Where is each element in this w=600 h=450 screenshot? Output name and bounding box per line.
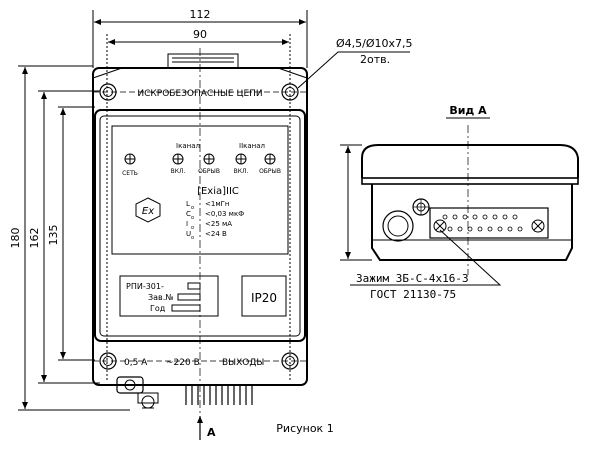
lamp-label-on-2: ВКЛ.: [234, 168, 249, 175]
param-sym-I: I: [186, 220, 188, 228]
view-a-arrow-label: A: [207, 426, 216, 439]
dim-162: 162: [28, 228, 41, 249]
nameplate-serial: Зав.№: [148, 293, 174, 302]
param-val-C: <0,03 мкФ: [205, 210, 244, 218]
front-view: [92, 48, 308, 440]
nameplate-model: РПИ-301-: [126, 282, 164, 291]
dim-135: 135: [47, 225, 60, 246]
dim-90: 90: [193, 28, 207, 41]
param-sub-L: o: [191, 205, 194, 211]
safety-params: L o <1мГн C o <0,03 мкФ I o <25 мА U o <…: [186, 200, 244, 241]
param-sub-U: o: [191, 235, 194, 241]
fuse-label: 0,5 А: [124, 358, 148, 368]
param-sub-C: o: [191, 215, 194, 221]
channel-2-label: IIканал: [239, 142, 265, 150]
hole-spec-label: Ø4,5/Ø10x7,5: [336, 37, 413, 50]
param-sub-I: o: [191, 225, 194, 231]
lamp-label-break-1: ОБРЫВ: [198, 168, 220, 175]
outputs-label: ВЫХОДЫ: [222, 358, 264, 368]
view-a-title: Вид А: [449, 104, 487, 117]
gost-label: ГОСТ 21130-75: [370, 288, 456, 301]
dim-180: 180: [9, 228, 22, 249]
voltage-label: ~220 В: [166, 358, 200, 368]
side-view: [340, 125, 579, 286]
dimension-lines: [18, 10, 410, 411]
param-val-L: <1мГн: [205, 200, 229, 208]
clamp-label: Зажим ЗБ-С-4х16-3: [356, 272, 469, 285]
channel-1-label: Iканал: [176, 142, 200, 150]
nameplate-year: Год: [150, 304, 166, 313]
param-sym-L: L: [186, 200, 190, 208]
figure-caption: Рисунок 1: [276, 422, 333, 435]
dim-112: 112: [190, 8, 211, 21]
ex-icon: Ex: [142, 206, 154, 217]
hole-count-label: 2отв.: [360, 53, 390, 66]
ex-marking: [Exia]IIC: [197, 186, 239, 197]
param-sym-U: U: [186, 230, 191, 238]
ip-rating: IP20: [251, 291, 277, 305]
lamp-label-break-2: ОБРЫВ: [259, 168, 281, 175]
param-val-U: <24 В: [205, 230, 227, 238]
intrinsic-safety-label: ИСКРОБЕЗОПАСНЫЕ ЦЕПИ: [137, 89, 262, 99]
lamp-label-on-1: ВКЛ.: [171, 168, 186, 175]
lamp-label-network: СЕТЬ: [122, 170, 138, 177]
param-sym-C: C: [186, 210, 191, 218]
param-val-I: <25 мА: [205, 220, 232, 228]
